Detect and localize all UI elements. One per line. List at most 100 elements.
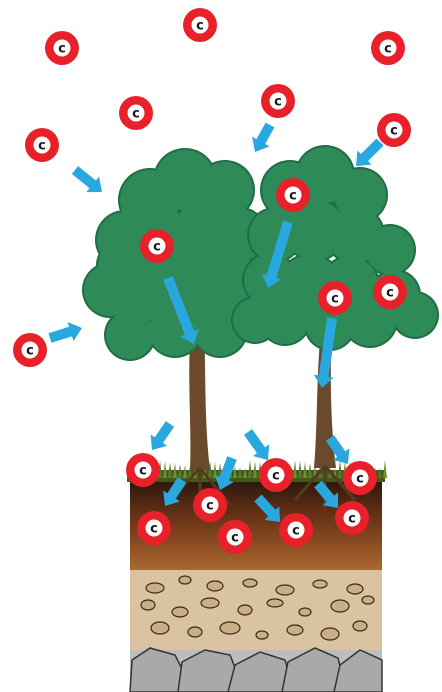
carbon-atom-core (267, 466, 285, 484)
grass-blade (213, 462, 217, 478)
gravel-stone (361, 595, 375, 605)
grass-blade (163, 461, 167, 478)
carbon-atom-core (127, 104, 145, 122)
grass-blade (298, 461, 302, 478)
carbon-atom-core (385, 121, 403, 139)
gravel-stone (255, 630, 269, 640)
carbon-atom-core (379, 39, 397, 57)
carbon-flow-arrows (48, 122, 384, 522)
carbon-atom-icon: c (45, 31, 79, 65)
grass-blade (248, 460, 252, 478)
grass-blade (173, 463, 177, 478)
grass-blade (383, 460, 387, 478)
leaf-cluster (98, 243, 142, 287)
carbon-atom-core (145, 519, 163, 537)
carbon-atom-icon: c (373, 275, 407, 309)
rock-icon (281, 647, 345, 692)
carbon-atom-icon: c (279, 513, 313, 547)
carbon-atom-icon: c (259, 458, 293, 492)
leaf-cluster (366, 226, 414, 274)
gravel-stone (171, 606, 189, 618)
carbon-atom-core (326, 289, 344, 307)
carbon-atom-icon: c (371, 31, 405, 65)
grass-blade (378, 468, 382, 478)
gravel-stone (312, 579, 328, 589)
tree-left-trunk (189, 320, 210, 470)
grass-blade (168, 462, 172, 478)
carbon-atom-core (343, 509, 361, 527)
gravel-stone (200, 597, 220, 609)
grass-blade (303, 462, 307, 478)
grass-blade (238, 467, 242, 478)
carbon-atom-icon: c (318, 281, 352, 315)
leaf-cluster (106, 311, 154, 359)
grass-blade (308, 463, 312, 478)
carbon-flow-arrow (243, 429, 270, 460)
carbon-flow-arrow (214, 456, 237, 490)
grass-blade (208, 461, 212, 478)
gravel-stone (145, 582, 165, 594)
gravel-stone (140, 599, 156, 611)
carbon-atom-icon: c (126, 453, 160, 487)
gravel-stone (187, 626, 203, 638)
gravel-stone (320, 627, 340, 641)
carbon-atom-icon: c (218, 520, 252, 554)
grass-blade (243, 468, 247, 478)
carbon-atom-label: c (206, 499, 214, 514)
carbon-flow-arrow (48, 322, 82, 343)
carbon-atom-icon: c (193, 488, 227, 522)
carbon-atom-core (148, 237, 166, 255)
rock-icon (129, 647, 186, 692)
grass-blade (178, 464, 182, 478)
carbon-atom-icon: c (183, 8, 217, 42)
carbon-atom-icon: c (276, 178, 310, 212)
grass-blade (233, 466, 237, 478)
carbon-atom-core (201, 496, 219, 514)
gravel-stones (140, 575, 375, 641)
carbon-atom-core (191, 16, 209, 34)
carbon-atom-label: c (58, 42, 66, 57)
carbon-atom-label: c (26, 344, 34, 359)
carbon-atom-label: c (289, 189, 297, 204)
trees (82, 145, 439, 510)
carbon-atom-label: c (231, 531, 239, 546)
carbon-atom-label: c (386, 286, 394, 301)
gravel-stone (275, 584, 295, 596)
gravel-stone (352, 620, 368, 632)
gravel-stone (219, 621, 241, 635)
carbon-flow-arrow (261, 220, 293, 288)
carbon-atom-icon: c (377, 113, 411, 147)
gravel-stone (242, 578, 258, 588)
tree-right-canopy (231, 145, 439, 351)
grass-blade (188, 466, 192, 478)
grass-blade (293, 460, 297, 478)
grass-blade (253, 461, 257, 478)
carbon-flow-arrow (163, 477, 187, 506)
carbon-atom-icon: c (261, 84, 295, 118)
carbon-atom-core (53, 39, 71, 57)
carbon-flow-arrow (314, 480, 338, 508)
carbon-atom-core (287, 521, 305, 539)
gravel-stone (346, 583, 364, 595)
carbon-atom-icon: c (119, 96, 153, 130)
carbon-atom-label: c (272, 469, 280, 484)
carbon-atom-label: c (348, 512, 356, 527)
carbon-atom-label: c (196, 19, 204, 34)
carbon-atom-core (284, 186, 302, 204)
carbon-atom-label: c (384, 42, 392, 57)
carbon-atom-label: c (38, 139, 46, 154)
carbon-flow-arrow (71, 166, 102, 193)
carbon-atom-icon: c (13, 333, 47, 367)
bedrock-rocks (129, 647, 383, 692)
gravel-stone (286, 624, 304, 636)
leaf-cluster (393, 293, 437, 337)
carbon-flow-arrow (325, 435, 350, 464)
leaf-cluster (334, 169, 386, 221)
gravel-stone (298, 607, 312, 617)
carbon-atom-core (226, 528, 244, 546)
carbon-atom-label: c (153, 240, 161, 255)
carbon-atom-label: c (292, 524, 300, 539)
tree-right (231, 145, 439, 510)
gravel-stone (237, 604, 253, 616)
carbon-atom-core (134, 461, 152, 479)
